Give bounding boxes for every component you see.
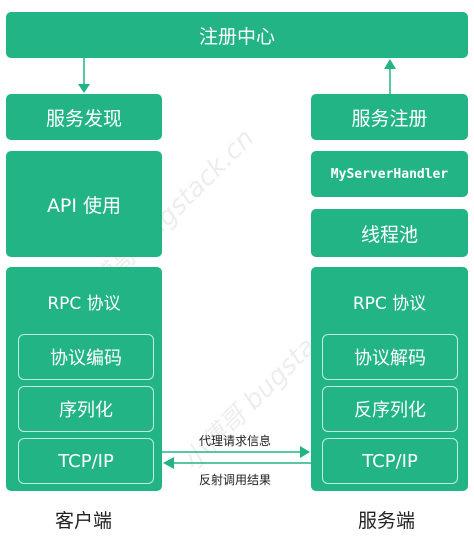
thread-pool-box: 线程池 <box>311 209 468 257</box>
client-rpc-label: RPC 协议 <box>47 294 121 314</box>
protocol-decode-box: 协议解码 <box>322 334 458 380</box>
protocol-encode-box: 协议编码 <box>18 334 154 380</box>
discovery-arrowhead <box>78 84 90 93</box>
registry-center-box: 注册中心 <box>6 12 468 58</box>
serialize-box: 序列化 <box>18 386 154 432</box>
client-tcpip-box: TCP/IP <box>18 438 154 484</box>
server-label: 服务端 <box>358 510 416 532</box>
request-arrowhead <box>300 446 310 458</box>
server-rpc-label: RPC 协议 <box>352 294 427 314</box>
register-arrowhead <box>384 59 396 69</box>
server-tcpip-box: TCP/IP <box>322 438 458 484</box>
api-usage-box: API 使用 <box>6 151 162 257</box>
server-handler-box: MyServerHandler <box>311 151 468 197</box>
response-arrowhead <box>163 457 174 469</box>
deserialize-box: 反序列化 <box>322 386 458 432</box>
service-register-box: 服务注册 <box>311 94 468 140</box>
request-label: 代理请求信息 <box>198 434 271 448</box>
response-label: 反射调用结果 <box>198 473 271 487</box>
client-label: 客户端 <box>55 510 113 532</box>
service-discovery-box: 服务发现 <box>6 94 162 140</box>
